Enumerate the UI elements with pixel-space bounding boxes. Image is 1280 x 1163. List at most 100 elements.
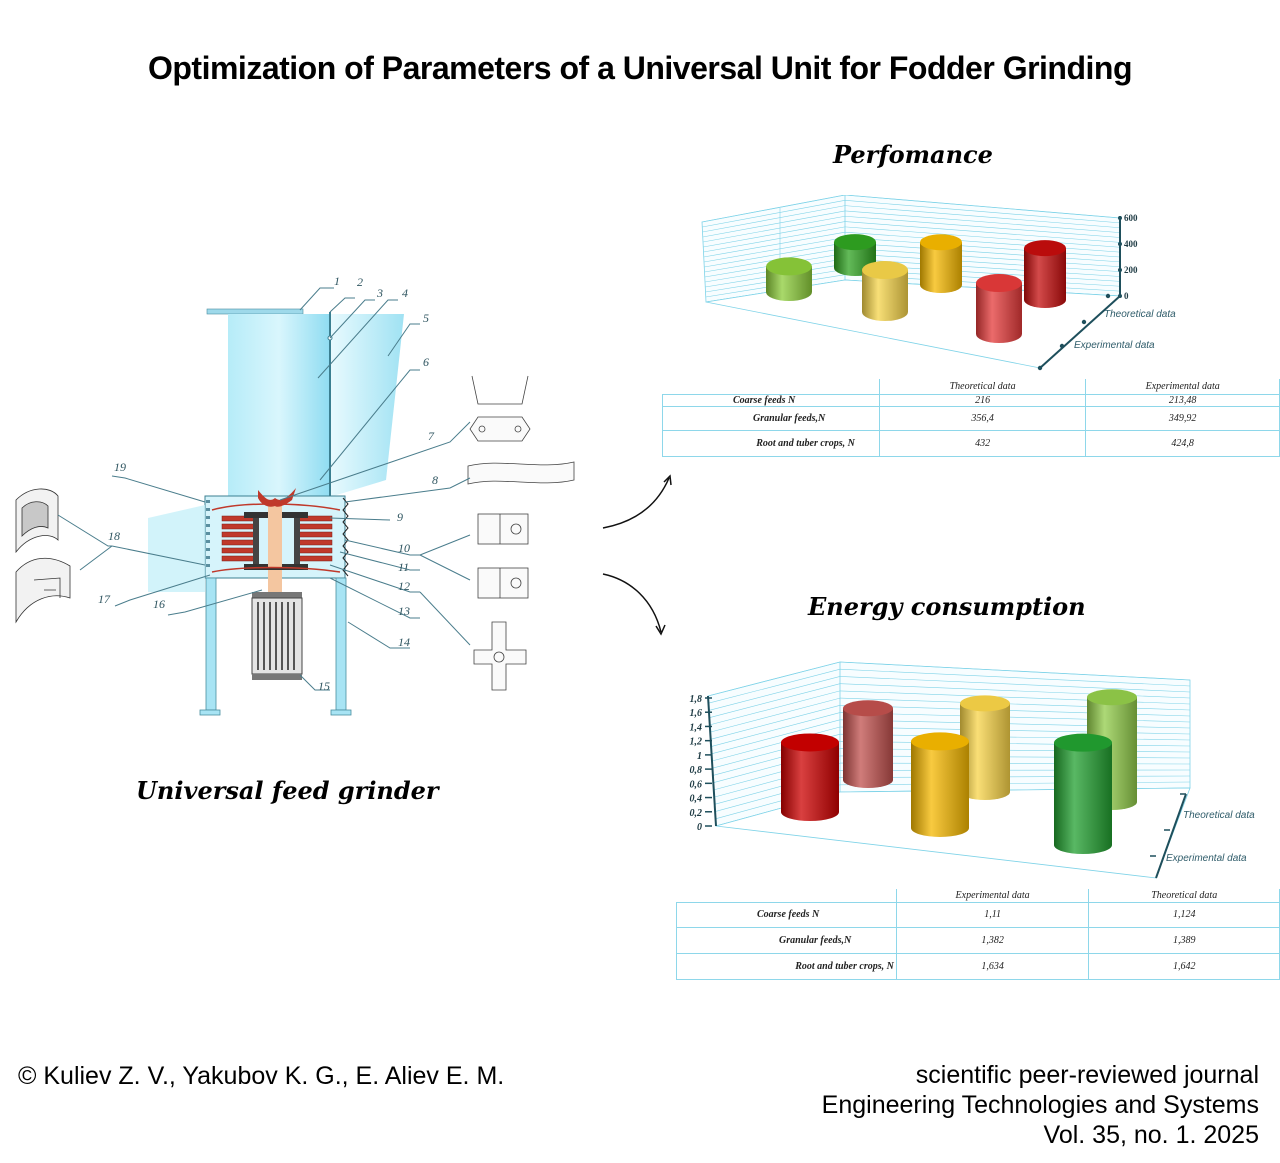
part-number: 7 <box>428 429 435 443</box>
y-tick-label: 400 <box>1124 239 1138 249</box>
chart-gridline <box>709 683 841 718</box>
chart-gridline <box>844 200 1121 224</box>
part-number: 17 <box>98 592 111 606</box>
chart-gridline <box>844 226 1121 248</box>
bar-top <box>1024 240 1066 257</box>
grinder-caption: Universal feed grinder <box>136 776 439 805</box>
bar-top <box>766 257 812 276</box>
y-tick-label: 1,8 <box>690 694 703 705</box>
bar-body <box>766 266 812 301</box>
bar-top <box>920 234 962 251</box>
table-row-label: Root and tuber crops, N <box>676 952 897 980</box>
chart-gridline <box>702 205 846 233</box>
part-number: 4 <box>402 286 408 300</box>
chart-axis-marker <box>1105 293 1111 299</box>
chart-gridline <box>704 242 846 268</box>
chart-gridline <box>708 676 841 711</box>
chart-gridline <box>703 226 846 253</box>
journal-line-3: Vol. 35, no. 1. 2025 <box>1043 1121 1259 1149</box>
chart-axis-marker <box>1118 294 1122 298</box>
table-header: Experimental data <box>895 889 1090 903</box>
table-cell: 349,92 <box>1085 405 1280 431</box>
part-number: 6 <box>423 355 429 369</box>
chart-axis-marker <box>1118 268 1122 272</box>
y-tick-label: 1,4 <box>690 722 703 733</box>
chart-gridline <box>703 221 846 248</box>
chart-depth-axis <box>1155 793 1187 879</box>
bar-body <box>1024 248 1066 308</box>
chart-gridline <box>707 661 841 697</box>
bar-body <box>960 703 1010 800</box>
table-row-label: Granular feeds,N <box>676 926 897 954</box>
blade-detail-sketches <box>467 375 575 691</box>
bar-top <box>1087 689 1137 706</box>
chart-gridline <box>844 205 1121 229</box>
chart-bar <box>920 234 962 293</box>
part-number: 9 <box>397 510 403 524</box>
part-number: 5 <box>423 311 429 325</box>
chart-gridline <box>703 231 846 258</box>
part-number: 3 <box>376 286 383 300</box>
y-tick-label: 1 <box>697 751 702 762</box>
chart-gridline <box>839 661 1191 681</box>
table-header: Theoretical data <box>878 379 1087 395</box>
bar-top <box>834 234 876 251</box>
y-tick-label: 200 <box>1124 265 1138 275</box>
chart-gridline <box>844 247 1121 268</box>
chart-bar <box>1054 733 1112 854</box>
chart-axis-marker <box>1059 343 1065 349</box>
bar-top <box>843 700 893 717</box>
part-number: 11 <box>398 560 409 574</box>
table-cell: 216 <box>878 393 1087 407</box>
series-label: Experimental data <box>1074 340 1155 351</box>
chart-gridline <box>702 200 846 228</box>
chart-gridline <box>711 726 841 762</box>
chart-axis-marker <box>1118 216 1122 220</box>
chart-gridline <box>701 195 846 223</box>
chart-gridline <box>844 195 1121 219</box>
bar-top <box>1054 733 1112 752</box>
journal-info: scientific peer-reviewed journal Enginee… <box>822 1060 1259 1150</box>
part-number: 1 <box>334 274 340 288</box>
chart-gridline <box>844 221 1121 243</box>
table-header: Theoretical data <box>1088 889 1280 903</box>
chart-gridline <box>703 237 846 263</box>
bar-body <box>920 242 962 293</box>
journal-line-1: scientific peer-reviewed journal <box>915 1061 1259 1089</box>
table-cell: 432 <box>878 429 1087 457</box>
bar-top <box>976 274 1022 293</box>
y-tick-label: 0 <box>1124 291 1129 301</box>
y-tick-label: 1,6 <box>690 708 703 719</box>
table-header: Experimental data <box>1085 379 1280 395</box>
bar-body <box>862 270 908 321</box>
chart-axis-marker <box>1118 242 1122 246</box>
copyright-text: © Kuliev Z. V., Yakubov K. G., E. Aliev … <box>18 1062 505 1090</box>
table-cell: 1,634 <box>895 952 1090 980</box>
chart-gridline <box>839 668 1191 687</box>
page-title: Optimization of Parameters of a Universa… <box>147 50 1133 86</box>
chart-bar <box>911 732 969 837</box>
table-row-label: Root and tuber crops, N <box>662 429 880 457</box>
chart-gridline <box>844 210 1121 233</box>
chart-gridline <box>844 242 1121 263</box>
chart-gridline <box>710 705 841 740</box>
part-number: 18 <box>108 529 120 543</box>
part-numbers: 1 2 3 4 5 6 7 8 9 10 11 12 13 14 15 16 1… <box>98 274 438 693</box>
chart-gridline <box>844 231 1121 253</box>
y-tick-label: 0,4 <box>690 794 703 805</box>
chart-gridline <box>708 668 841 704</box>
shaft <box>268 570 282 592</box>
chart-gridline <box>844 253 1121 272</box>
bar-top <box>911 732 969 751</box>
journal-line-2: Engineering Technologies and Systems <box>821 1091 1259 1119</box>
chart-bar <box>766 257 812 301</box>
table-row-label: Coarse feeds N <box>662 393 880 407</box>
energy-table: Experimental data Theoretical data Coars… <box>676 889 1280 980</box>
chart-gridline <box>711 712 841 747</box>
chart-gridline <box>711 719 841 755</box>
chart-bar <box>960 695 1010 800</box>
deflector-sketch <box>15 488 71 624</box>
chart-bar <box>1024 240 1066 308</box>
table-row-label: Granular feeds,N <box>662 405 880 431</box>
table-cell: 424,8 <box>1085 429 1280 457</box>
